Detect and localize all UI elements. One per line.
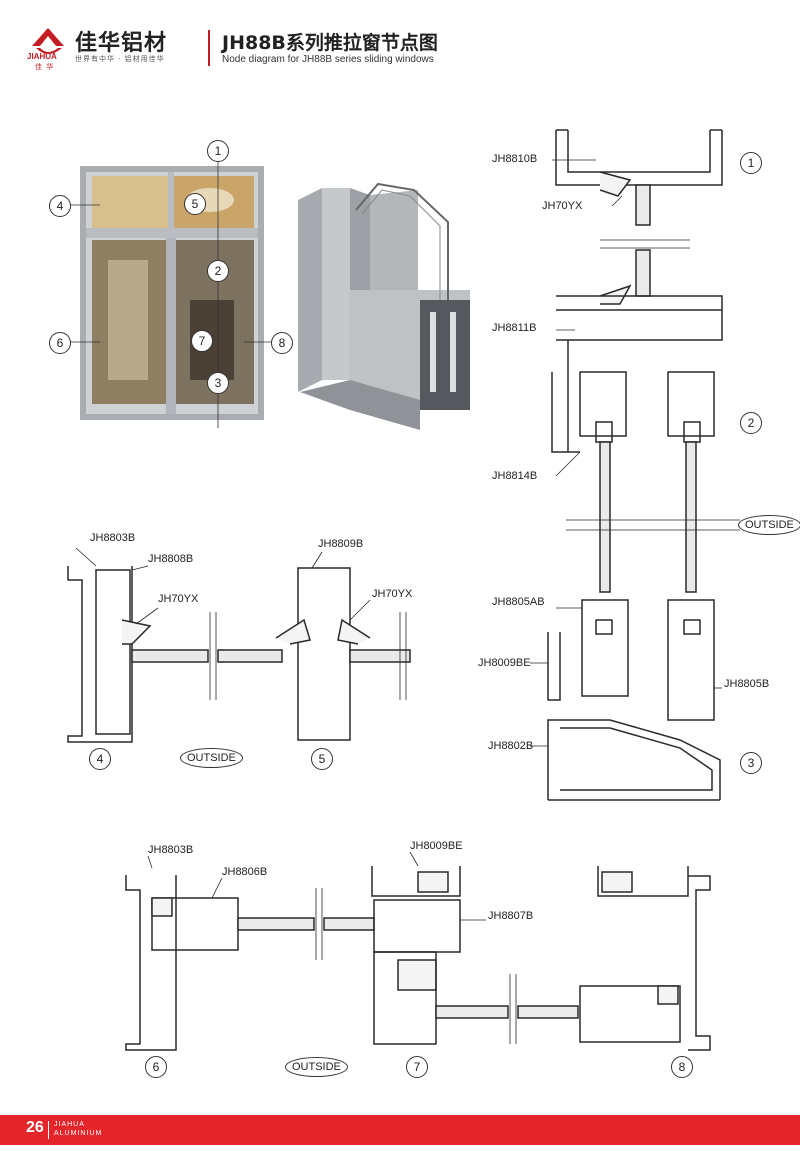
section-8	[579, 866, 711, 1051]
marker-4: 4	[49, 195, 71, 217]
label-jh70yx-left: JH70YX	[158, 593, 199, 605]
brand-name: 佳华铝材	[75, 31, 168, 56]
label-jh70yx-right: JH70YX	[372, 588, 413, 600]
section-6	[125, 875, 375, 1051]
section-5	[275, 567, 411, 741]
footer-brand: JIAHUA ALUMINIUM	[54, 1120, 102, 1138]
marker-6-section: 6	[145, 1056, 167, 1078]
outside-label-right: OUTSIDE	[738, 515, 800, 535]
marker-1-section: 1	[740, 152, 762, 174]
footer-brand-line-2: ALUMINIUM	[54, 1130, 103, 1137]
label-jh8814b: JH8814B	[492, 470, 538, 482]
label-jh8009be-bottom: JH8009BE	[410, 840, 463, 852]
footer-brand-line-1: JIAHUA	[54, 1121, 85, 1128]
label-jh8805b: JH8805B	[724, 678, 770, 690]
marker-3-section: 3	[740, 752, 762, 774]
logo-mark-icon: J	[32, 28, 64, 54]
label-jh8806b: JH8806B	[222, 866, 268, 878]
label-jh8009be-right: JH8009BE	[478, 657, 531, 669]
marker-8-section: 8	[671, 1056, 693, 1078]
label-jh8807b: JH8807B	[488, 910, 534, 922]
section-vertical-right	[547, 129, 740, 801]
label-jh8803b-left: JH8803B	[90, 532, 136, 544]
section-7	[371, 866, 579, 1045]
logo-text: JIAHUA	[27, 52, 57, 61]
outside-label-bottom: OUTSIDE	[285, 1057, 348, 1077]
page-title: JH88B系列推拉窗节点图	[222, 32, 438, 54]
profile-3d-render	[298, 188, 470, 430]
marker-5-section: 5	[311, 748, 333, 770]
label-jh70yx-top: JH70YX	[542, 200, 583, 212]
window-elevation	[80, 166, 264, 420]
section-4	[67, 566, 283, 743]
footer-bar: 26 JIAHUA ALUMINIUM	[0, 1115, 800, 1145]
label-jh8805ab: JH8805AB	[492, 596, 545, 608]
marker-7: 7	[191, 330, 213, 352]
footer-divider	[48, 1121, 49, 1139]
slogan: 世界有中华 · 铝材用佳华	[75, 55, 165, 63]
marker-7-section: 7	[406, 1056, 428, 1078]
page-number: 26	[26, 1119, 44, 1136]
marker-5: 5	[184, 193, 206, 215]
svg-text:J: J	[45, 40, 52, 52]
marker-6: 6	[49, 332, 71, 354]
label-jh8803b-bottom: JH8803B	[148, 844, 194, 856]
logo: J	[28, 26, 68, 62]
logo-sub-cn: 佳 华	[35, 63, 55, 71]
marker-4-section: 4	[89, 748, 111, 770]
outside-label-middle: OUTSIDE	[180, 748, 243, 768]
label-jh8802b: JH8802B	[488, 740, 534, 752]
marker-8: 8	[271, 332, 293, 354]
marker-2-section: 2	[740, 412, 762, 434]
label-jh8811b: JH8811B	[492, 322, 537, 334]
label-jh8810b: JH8810B	[492, 153, 538, 165]
marker-3: 3	[207, 372, 229, 394]
page-subtitle: Node diagram for JH88B series sliding wi…	[222, 54, 434, 65]
label-jh8809b: JH8809B	[318, 538, 364, 550]
marker-1: 1	[207, 140, 229, 162]
header-divider	[208, 30, 210, 66]
marker-2: 2	[207, 260, 229, 282]
label-jh8808b: JH8808B	[148, 553, 194, 565]
